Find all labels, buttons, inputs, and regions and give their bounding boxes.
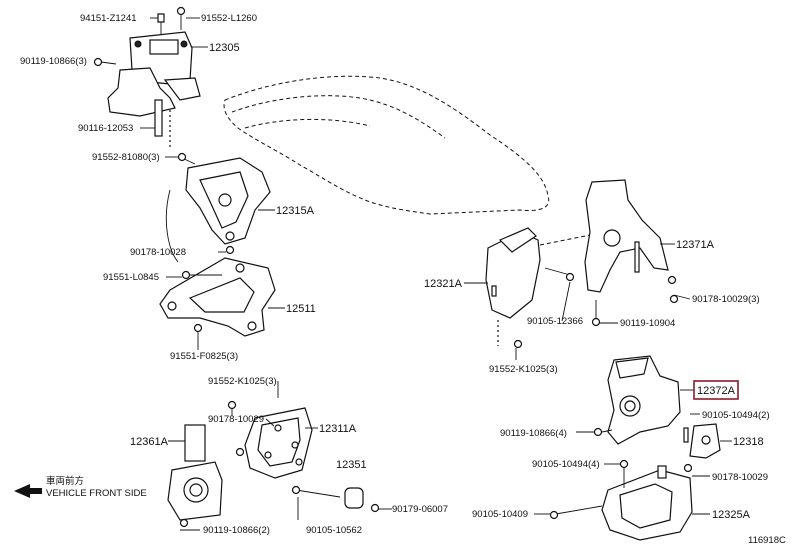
label-90105-12366[interactable]: 90105-12366 [527, 316, 583, 327]
label-90178-10028[interactable]: 90178-10028 [130, 247, 186, 258]
bracket-12315A [165, 152, 271, 263]
engine-outline [223, 75, 550, 215]
label-12372A[interactable]: 12372A [697, 385, 736, 397]
label-90178-10029-3[interactable]: 90178-10029(3) [692, 294, 760, 305]
label-12351[interactable]: 12351 [336, 459, 367, 471]
label-12321A[interactable]: 12321A [424, 278, 463, 290]
label-90105-10494-4[interactable]: 90105-10494(4) [532, 459, 600, 470]
label-12315A[interactable]: 12315A [276, 205, 315, 217]
label-90119-10904[interactable]: 90119-10904 [620, 318, 675, 329]
figure-code: 116918C [748, 535, 786, 546]
label-12305[interactable]: 12305 [209, 42, 240, 54]
leader-lines [140, 17, 732, 531]
mount-12305 [93, 6, 201, 150]
mount-12372A [593, 355, 681, 445]
label-90119-10866-2[interactable]: 90119-10866(2) [203, 525, 270, 536]
label-91552-K1025-3-center[interactable]: 91552-K1025(3) [489, 364, 558, 375]
mount-12361A [167, 424, 223, 528]
label-front-en: VEHICLE FRONT SIDE [46, 488, 147, 499]
label-90178-10029-right[interactable]: 90178-10029 [712, 472, 768, 483]
bracket-12511 [159, 257, 276, 350]
label-12311A[interactable]: 12311A [319, 423, 357, 435]
mount-12371A [584, 179, 679, 327]
label-91552-L1260[interactable]: 91552-L1260 [201, 13, 257, 24]
label-91551-F0825-3[interactable]: 91551-F0825(3) [170, 351, 238, 362]
front-arrow-icon [14, 484, 42, 498]
label-90178-10029-left[interactable]: 90178-10029 [208, 414, 264, 425]
label-90179-06007[interactable]: 90179-06007 [392, 504, 448, 515]
part-labels: 94151-Z1241 91552-L1260 12305 90119-1086… [20, 13, 786, 546]
label-12511[interactable]: 12511 [286, 303, 316, 315]
label-90105-10562[interactable]: 90105-10562 [306, 525, 362, 536]
bracket-12318 [683, 423, 721, 473]
bush-12351 [291, 485, 380, 513]
label-12325A[interactable]: 12325A [712, 509, 751, 521]
label-91552-K1025-3-left[interactable]: 91552-K1025(3) [208, 376, 277, 387]
label-12318[interactable]: 12318 [733, 436, 764, 448]
highlight-box [693, 380, 739, 400]
label-90105-10409[interactable]: 90105-10409 [472, 509, 528, 520]
bracket-12321A [485, 227, 591, 349]
label-91551-L0845[interactable]: 91551-L0845 [103, 272, 159, 283]
bracket-12325A [549, 459, 693, 541]
label-90116-12053[interactable]: 90116-12053 [78, 123, 133, 134]
label-12371A[interactable]: 12371A [676, 239, 715, 251]
label-front-jp: 車両前方 [46, 475, 84, 487]
label-90119-10866-3[interactable]: 90119-10866(3) [20, 56, 87, 67]
bracket-12311A [227, 400, 313, 479]
label-90105-10494-2[interactable]: 90105-10494(2) [702, 410, 770, 421]
label-94151-Z1241[interactable]: 94151-Z1241 [80, 13, 137, 24]
label-90119-10866-4[interactable]: 90119-10866(4) [500, 428, 567, 439]
label-91552-81080-3[interactable]: 91552-81080(3) [92, 152, 160, 163]
label-12361A[interactable]: 12361A [130, 436, 169, 448]
